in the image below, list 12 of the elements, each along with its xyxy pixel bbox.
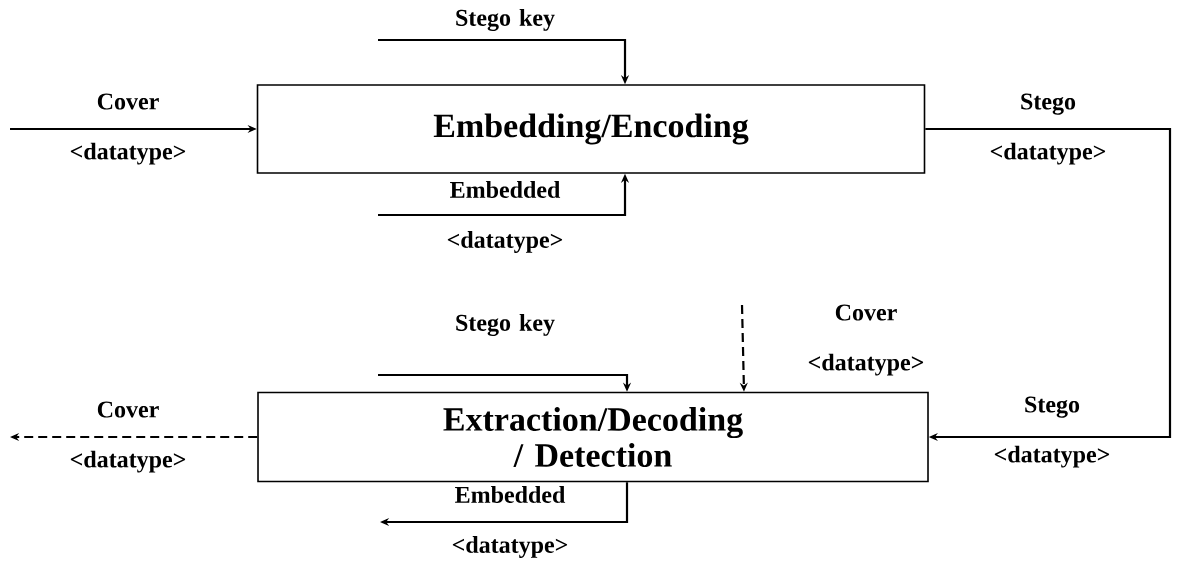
edge-label: Stego key [456,9,555,31]
text-label: Stego <datatype> [994,396,1110,468]
edge-label: Stego <datatype> [990,93,1106,165]
edge-label: Cover <datatype> [70,401,186,473]
process-box: Embedding/Encoding [256,84,926,174]
edge-label: Embedded <datatype> [447,181,563,253]
edge-label: Cover <datatype> [70,93,186,165]
edge-label: Stego key [456,314,555,336]
edge-label: Cover <datatype> [808,304,924,376]
arrow [925,127,1172,442]
process-box: Extraction/Decoding / Detection [257,391,929,483]
edge-label: Embedded <datatype> [452,486,568,558]
